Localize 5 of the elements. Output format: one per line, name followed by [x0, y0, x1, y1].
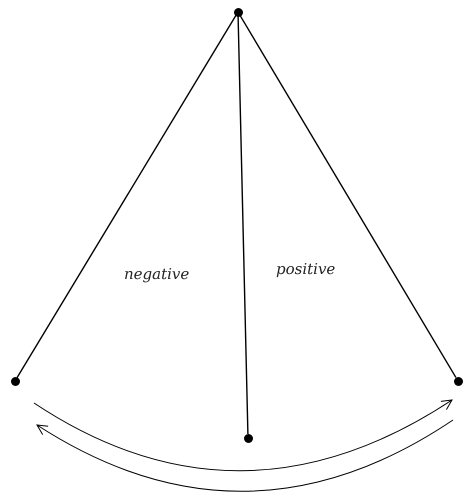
region-label: positive — [276, 259, 336, 280]
pendulum-string — [239, 15, 457, 378]
pendulum-string — [16, 15, 237, 378]
pendulum-string — [237, 16, 249, 434]
region-label: negative — [124, 264, 190, 285]
